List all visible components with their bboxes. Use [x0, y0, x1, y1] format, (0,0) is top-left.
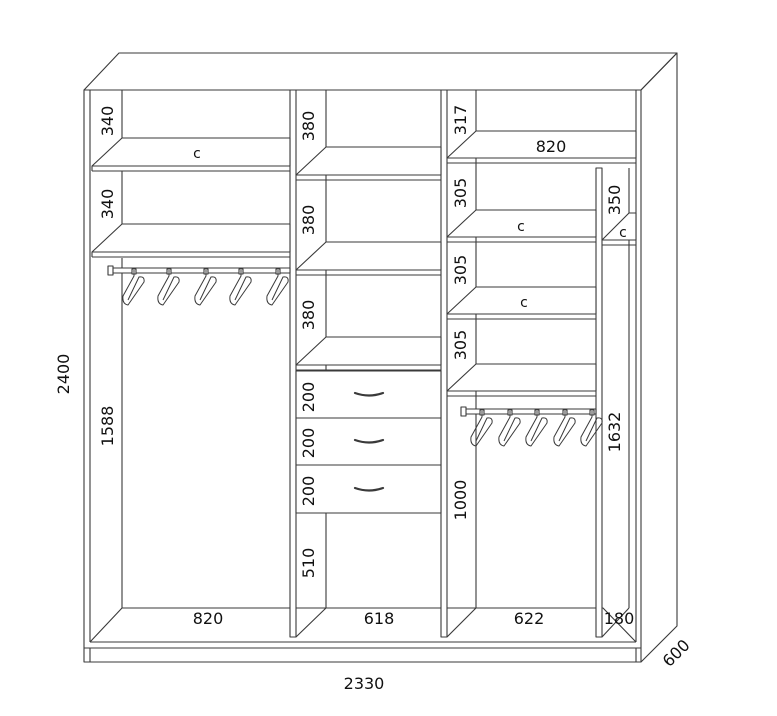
dim-s2-drawer-1: 200	[299, 382, 318, 413]
drawer-stack	[295, 370, 442, 514]
drawer-handle-3	[353, 486, 385, 492]
hanging-rail-2	[460, 406, 597, 417]
dim-s2-shelf-gap-1: 380	[299, 111, 318, 142]
dim-s2-drawer-2: 200	[299, 428, 318, 459]
hanger-icon	[157, 268, 180, 306]
drawer-3[interactable]	[295, 464, 442, 514]
wardrobe-carcass	[83, 52, 678, 663]
dim-s2-shelf-gap-3: 380	[299, 300, 318, 331]
label-s3-shelf-c-2: c	[520, 295, 528, 311]
hanger-icon	[194, 268, 217, 306]
dim-s2-drawer-3: 200	[299, 476, 318, 507]
hanger-icon	[498, 409, 521, 447]
dim-s1-width: 820	[193, 609, 224, 628]
dim-s4-width: 180	[604, 609, 635, 628]
partition-2	[440, 89, 477, 638]
label-s4-shelf-c: c	[619, 225, 627, 241]
partition-1	[289, 89, 327, 638]
section3-shelves	[446, 130, 637, 397]
partition-3	[595, 167, 630, 638]
drawer-handle-1	[353, 391, 385, 397]
dim-overall-width: 2330	[344, 674, 385, 693]
hanger-icon	[525, 409, 548, 447]
dim-s3-hanging-height: 1000	[451, 480, 470, 521]
label-s3-shelf-c-1: c	[517, 219, 525, 235]
dim-s1-hanging-height: 1588	[98, 406, 117, 447]
dim-s3-shelf-gap-2: 305	[451, 255, 470, 286]
hanger-icon	[266, 268, 289, 306]
hangers-section1	[122, 268, 289, 306]
dimension-labels: 2400 2330 600 340 340 1588 820 c 380 380…	[54, 105, 694, 693]
section2-shelves	[295, 146, 442, 371]
dim-s2-width: 618	[364, 609, 395, 628]
hanger-icon	[470, 409, 493, 447]
dim-depth: 600	[659, 636, 694, 671]
hanging-rail-1	[107, 265, 291, 276]
hangers-section3	[470, 409, 603, 447]
dim-s3-top-gap: 317	[451, 105, 470, 136]
dim-s3-shelf-gap-1: 305	[451, 178, 470, 209]
dim-s4-hanging-height: 1632	[605, 412, 624, 453]
dim-s3-top-width: 820	[536, 137, 567, 156]
dim-s2-bottom-gap: 510	[299, 548, 318, 579]
section1-shelves	[91, 90, 291, 258]
hanger-icon	[580, 409, 603, 447]
dim-s2-shelf-gap-2: 380	[299, 205, 318, 236]
drawer-handle-2	[353, 438, 385, 444]
label-s1-shelf-c: c	[193, 146, 201, 162]
hanger-icon	[553, 409, 576, 447]
hanger-icon	[122, 268, 145, 306]
dim-s4-shelf-gap: 350	[605, 185, 624, 216]
hanger-icon	[229, 268, 252, 306]
dim-overall-height: 2400	[54, 354, 73, 395]
dim-s1-shelf-gap-1: 340	[98, 106, 117, 137]
dim-s3-shelf-gap-3: 305	[451, 330, 470, 361]
dim-s1-shelf-gap-2: 340	[98, 189, 117, 220]
section4-shelves	[601, 212, 637, 246]
dim-s3-width: 622	[514, 609, 545, 628]
